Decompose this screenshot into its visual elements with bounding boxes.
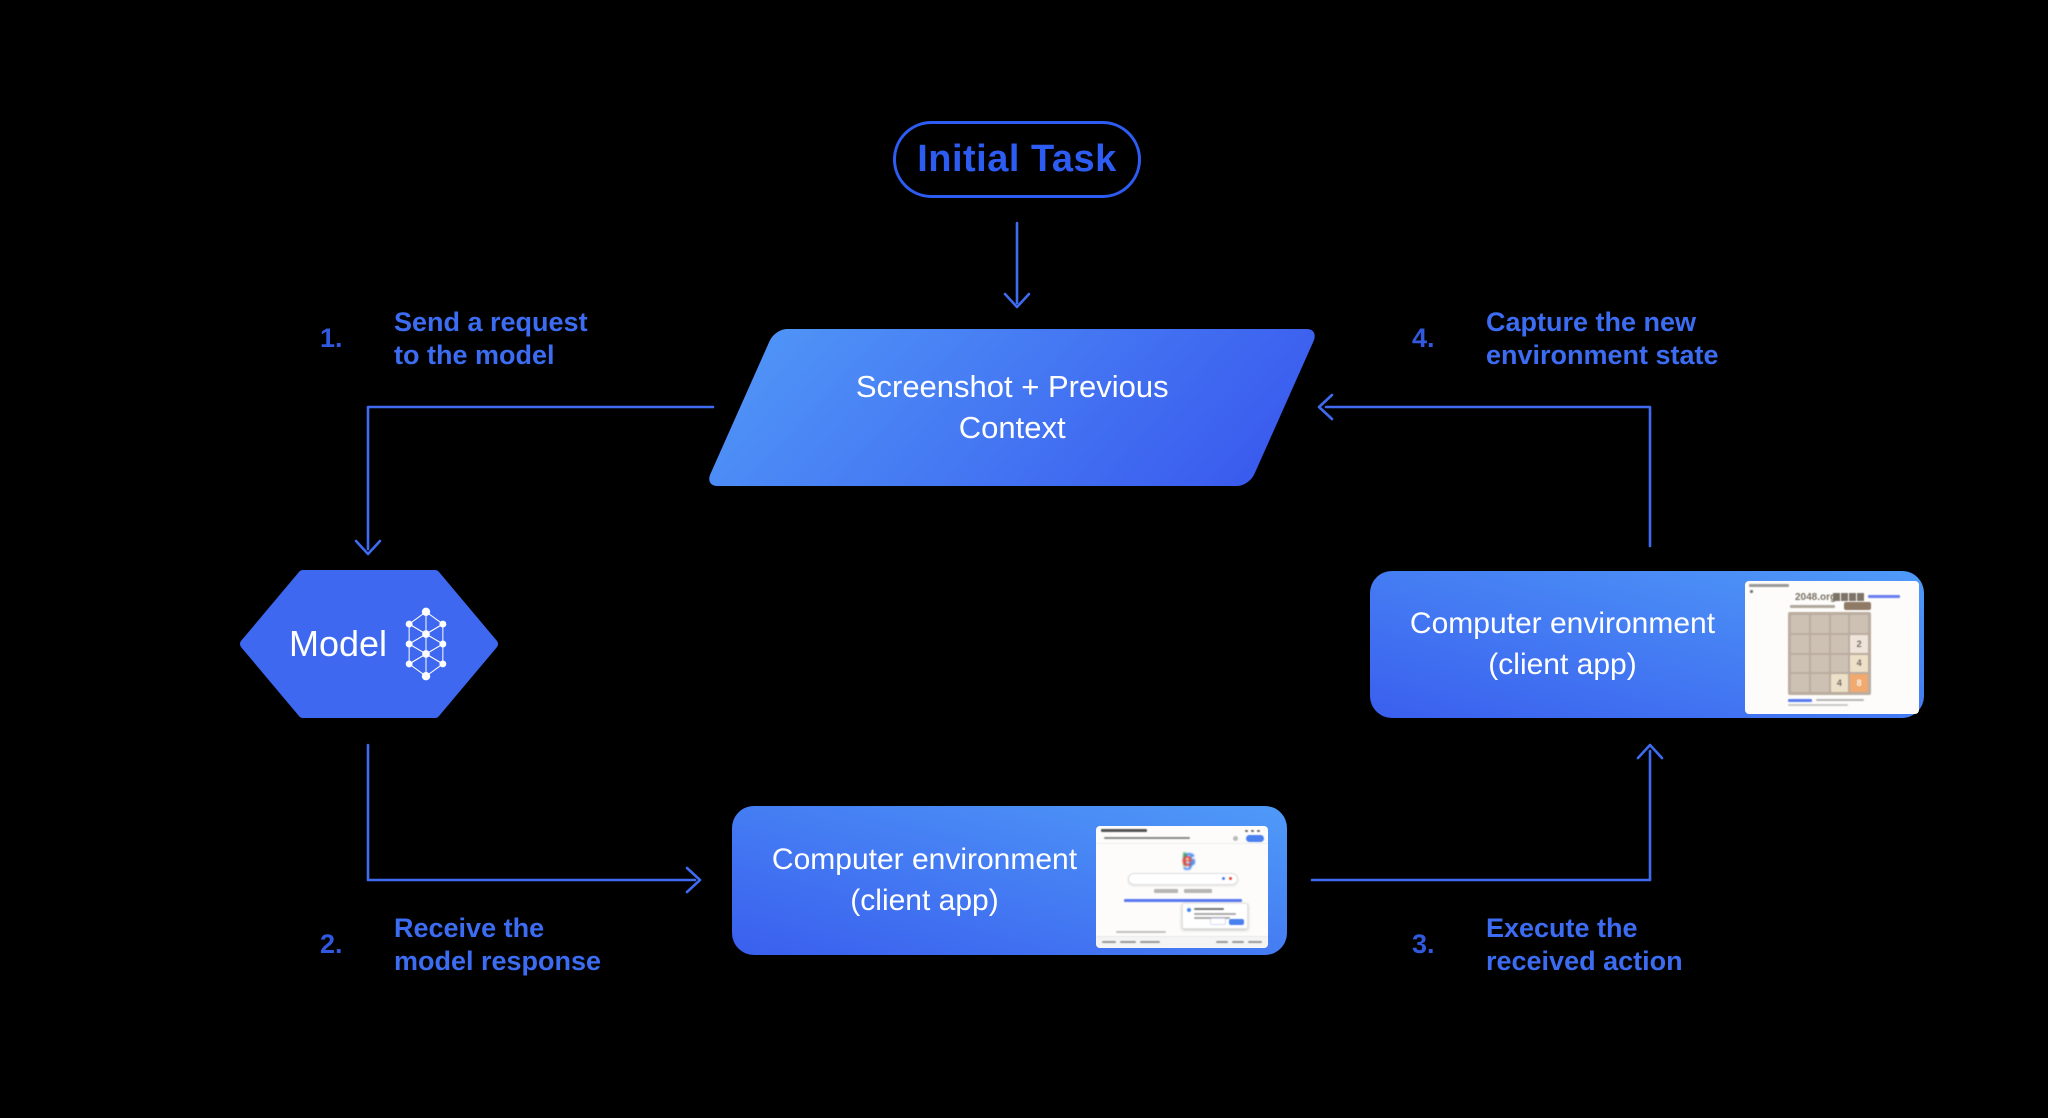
google-footer	[1096, 936, 1268, 948]
step-text: Capture the new environment state	[1486, 307, 1719, 370]
feeling-lucky-button	[1184, 889, 1212, 893]
game-cell	[1850, 615, 1868, 633]
game-tile: 4	[1850, 654, 1868, 673]
arrowhead-right-icon	[685, 866, 702, 894]
neural-network-icon	[405, 607, 447, 681]
game-tile: 2	[1850, 634, 1868, 653]
step-4-label: 4. Capture the new environment state	[1412, 306, 1719, 372]
initial-task-node: Initial Task	[893, 121, 1141, 198]
google-dialog	[1182, 903, 1248, 929]
step-number: 3.	[1412, 929, 1435, 960]
game-cell	[1791, 615, 1809, 633]
game-cell	[1830, 654, 1849, 673]
arrow-context-to-model	[366, 405, 715, 551]
game-cell	[1810, 654, 1829, 673]
model-node: Model	[239, 570, 499, 718]
game-cell	[1791, 654, 1809, 673]
game-tile: 4	[1830, 674, 1849, 692]
sign-in-button	[1246, 835, 1264, 842]
step-3-label: 3. Execute the received action	[1412, 912, 1683, 978]
game-title: 2048.org	[1795, 592, 1837, 603]
game-cell	[1791, 634, 1809, 653]
step-number: 2.	[320, 929, 343, 960]
arrowhead-down-icon	[354, 539, 382, 556]
game-cell	[1830, 615, 1849, 633]
screenshot-context-node: Screenshot + Previous Context	[705, 329, 1319, 486]
hexagon-shape	[240, 570, 498, 718]
arrowhead-up-icon	[1636, 743, 1664, 760]
game-cell	[1810, 674, 1829, 692]
step-text: Receive the model response	[394, 913, 602, 976]
step-text: Send a request to the model	[394, 307, 588, 370]
google-search-input	[1128, 873, 1238, 885]
step-2-label: 2. Receive the model response	[320, 912, 601, 978]
game-cell	[1810, 634, 1829, 653]
computer-environment-label: Computer environment (client app)	[771, 843, 1078, 917]
game-tile: 8	[1850, 674, 1868, 692]
game-cell	[1830, 634, 1849, 653]
google-search-button	[1154, 889, 1178, 893]
arrowhead-left-icon	[1317, 393, 1334, 421]
step-number: 4.	[1412, 323, 1435, 354]
dialog-primary-button	[1229, 918, 1244, 925]
arrowhead-down-icon	[1003, 292, 1031, 309]
new-game-button	[1844, 602, 1871, 610]
step-text: Execute the received action	[1486, 913, 1683, 976]
arrow-model-to-env	[366, 743, 697, 882]
computer-environment-label: Computer environment (client app)	[1409, 607, 1716, 681]
screenshot-context-label: Screenshot + Previous Context	[855, 368, 1169, 445]
computer-environment-node-right: Computer environment (client app) 2048.o…	[1370, 571, 1924, 718]
model-label: Model	[288, 623, 388, 664]
game-cell	[1810, 615, 1829, 633]
arrow-env-to-env	[1310, 749, 1652, 882]
arrow-env-to-context	[1324, 405, 1652, 548]
initial-task-label: Initial Task	[917, 138, 1117, 180]
step-1-label: 1. Send a request to the model	[320, 306, 588, 372]
dialog-secondary-button	[1210, 917, 1226, 925]
game-cell	[1791, 674, 1809, 692]
step-number: 1.	[320, 323, 343, 354]
